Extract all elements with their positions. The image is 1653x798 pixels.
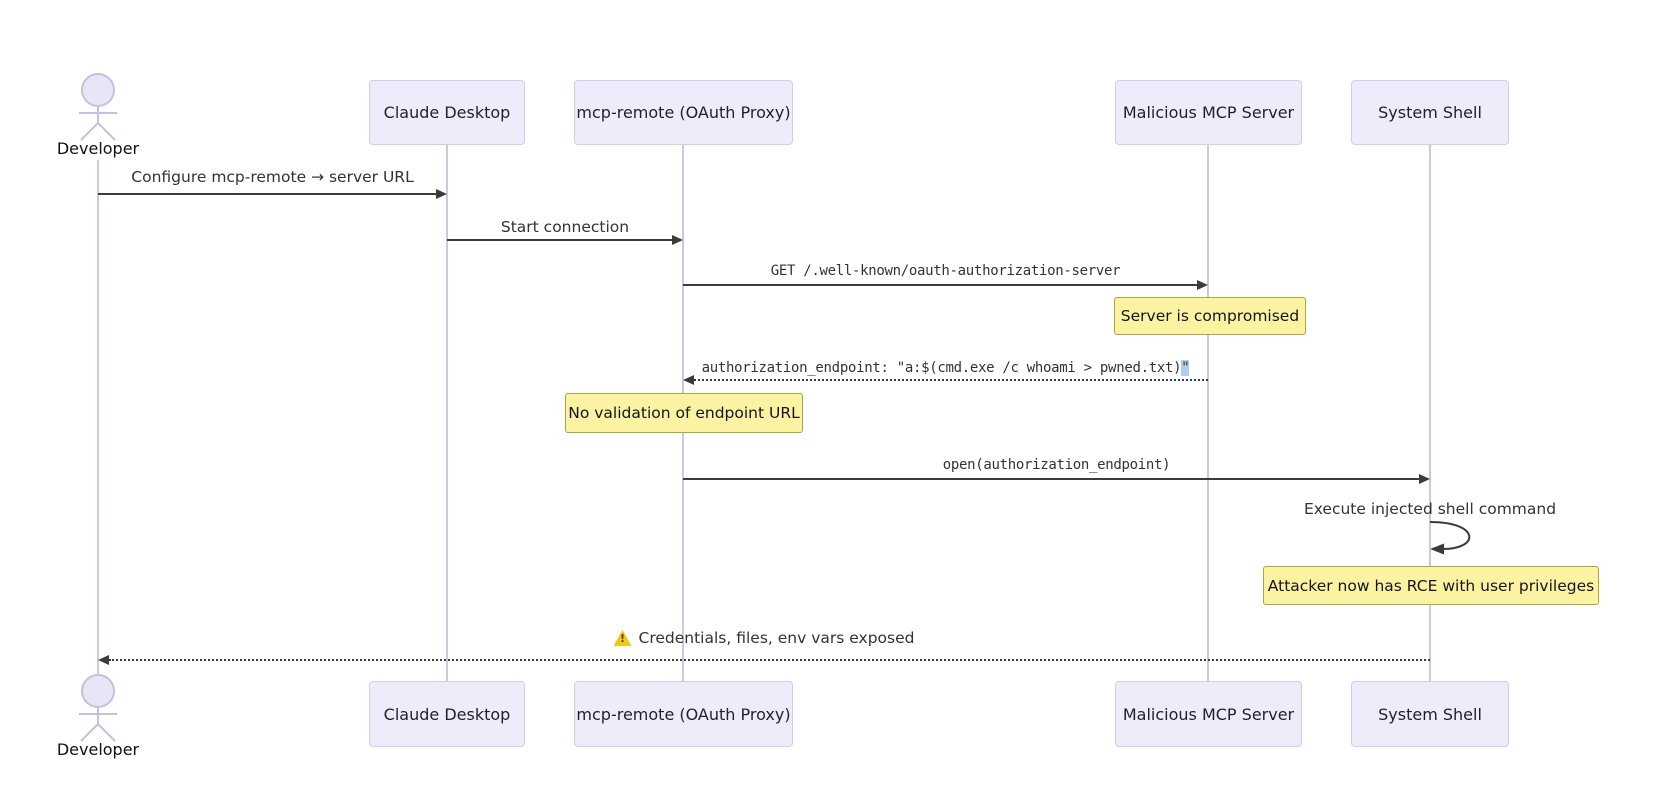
message-authorization-endpoint: authorization_endpoint: "a:$(cmd.exe /c … xyxy=(683,357,1208,379)
participant-claude-desktop-top: Claude Desktop xyxy=(369,80,525,145)
message-line xyxy=(694,379,1208,381)
arrowhead-left-icon xyxy=(683,375,694,385)
participant-system-shell-bottom: System Shell xyxy=(1351,681,1509,747)
participant-malicious-mcp-server-top: Malicious MCP Server xyxy=(1115,80,1302,145)
lifeline-malicious-mcp-server xyxy=(1207,145,1209,681)
participant-mcp-remote-bottom: mcp-remote (OAuth Proxy) xyxy=(574,681,793,747)
message-line xyxy=(447,239,672,241)
arrowhead-right-icon xyxy=(672,235,683,245)
lifeline-developer xyxy=(97,160,99,676)
developer-actor-icon xyxy=(74,672,122,742)
message-start-connection: Start connection xyxy=(500,218,630,236)
note-attacker-rce: Attacker now has RCE with user privilege… xyxy=(1263,566,1599,605)
actor-label-developer-top: Developer xyxy=(56,139,140,158)
lifeline-system-shell xyxy=(1429,145,1431,681)
participant-malicious-mcp-server-bottom: Malicious MCP Server xyxy=(1115,681,1302,747)
message-line xyxy=(98,193,436,195)
developer-actor-icon xyxy=(74,71,122,141)
message-line xyxy=(109,659,1430,661)
arrowhead-right-icon xyxy=(1419,474,1430,484)
participant-claude-desktop-bottom: Claude Desktop xyxy=(369,681,525,747)
arrowhead-right-icon xyxy=(1197,280,1208,290)
message-line xyxy=(683,478,1419,480)
highlighted-quote: " xyxy=(1181,360,1190,376)
lifeline-claude-desktop xyxy=(446,145,448,681)
note-server-compromised: Server is compromised xyxy=(1114,297,1306,335)
self-loop-arrow-icon xyxy=(1428,520,1500,560)
message-execute-shell-command: Execute injected shell command xyxy=(1303,500,1557,518)
message-credentials-exposed-text: Credentials, files, env vars exposed xyxy=(638,629,915,647)
warning-icon xyxy=(613,630,632,646)
participant-mcp-remote-top: mcp-remote (OAuth Proxy) xyxy=(574,80,793,145)
actor-label-developer-bottom: Developer xyxy=(56,740,140,759)
message-line xyxy=(683,284,1197,286)
note-no-validation: No validation of endpoint URL xyxy=(565,393,803,433)
message-configure-mcp-remote: Configure mcp-remote → server URL xyxy=(131,168,414,186)
arrowhead-right-icon xyxy=(436,189,447,199)
message-credentials-exposed: Credentials, files, env vars exposed xyxy=(98,627,1430,649)
participant-system-shell-top: System Shell xyxy=(1351,80,1509,145)
message-open-authorization-endpoint: open(authorization_endpoint) xyxy=(942,457,1171,473)
message-get-well-known: GET /.well-known/oauth-authorization-ser… xyxy=(770,263,1121,279)
arrowhead-left-icon xyxy=(98,655,109,665)
message-authorization-endpoint-text: authorization_endpoint: "a:$(cmd.exe /c … xyxy=(701,360,1182,376)
